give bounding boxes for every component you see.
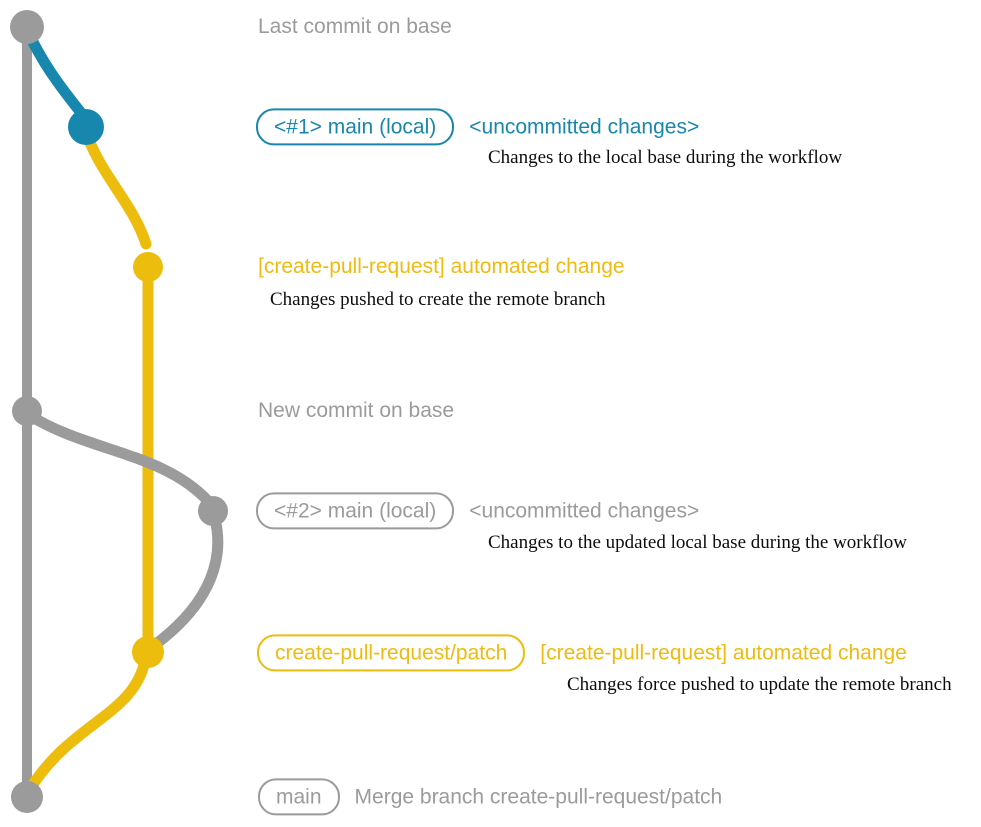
row-automated-change-1: [create-pull-request] automated change <box>258 255 625 279</box>
branch-tag-main-local-2: <#2> main (local) <box>256 492 455 530</box>
automated-change-1-description: Changes pushed to create the remote bran… <box>270 289 606 310</box>
commit-automated-change-1 <box>133 252 163 282</box>
merge-title: Merge branch create-pull-request/patch <box>354 785 723 808</box>
last-commit-text: Last commit on base <box>258 15 452 38</box>
commit-uncommitted-1 <box>68 109 104 145</box>
commit-uncommitted-2 <box>198 496 228 526</box>
local-changes-2-curve <box>23 409 214 507</box>
rebase-into-patch-curve <box>150 513 224 650</box>
row-uncommitted-2: <#2> main (local) <uncommitted changes> <box>256 492 700 530</box>
merge-curve <box>24 655 151 795</box>
label-new-commit-on-base: New commit on base <box>258 399 454 423</box>
automated-change-1-title: [create-pull-request] automated change <box>258 255 625 278</box>
commit-last-on-base <box>10 10 44 44</box>
new-commit-text: New commit on base <box>258 399 455 422</box>
branch-tag-main: main <box>258 778 340 816</box>
local-changes-1-curve <box>21 24 88 120</box>
branch-tag-main-local-1: <#1> main (local) <box>256 108 455 146</box>
label-last-commit-on-base: Last commit on base <box>258 15 452 39</box>
row-automated-change-2: create-pull-request/patch [create-pull-r… <box>257 634 907 672</box>
row-merge: main Merge branch create-pull-request/pa… <box>258 778 723 816</box>
automated-change-2-title: [create-pull-request] automated change <box>540 641 907 664</box>
uncommitted-1-title: <uncommitted changes> <box>469 115 700 138</box>
uncommitted-2-title: <uncommitted changes> <box>469 499 700 522</box>
branch-tag-create-pull-request-patch: create-pull-request/patch <box>257 634 526 672</box>
commit-automated-change-2 <box>132 636 164 668</box>
commit-new-on-base <box>12 396 42 426</box>
push-to-remote-curve <box>83 134 152 250</box>
commit-merge <box>11 781 43 813</box>
uncommitted-1-description: Changes to the local base during the wor… <box>488 147 843 168</box>
row-uncommitted-1: <#1> main (local) <uncommitted changes> <box>256 108 700 146</box>
uncommitted-2-description: Changes to the updated local base during… <box>488 532 907 553</box>
automated-change-2-description: Changes force pushed to update the remot… <box>567 674 952 695</box>
